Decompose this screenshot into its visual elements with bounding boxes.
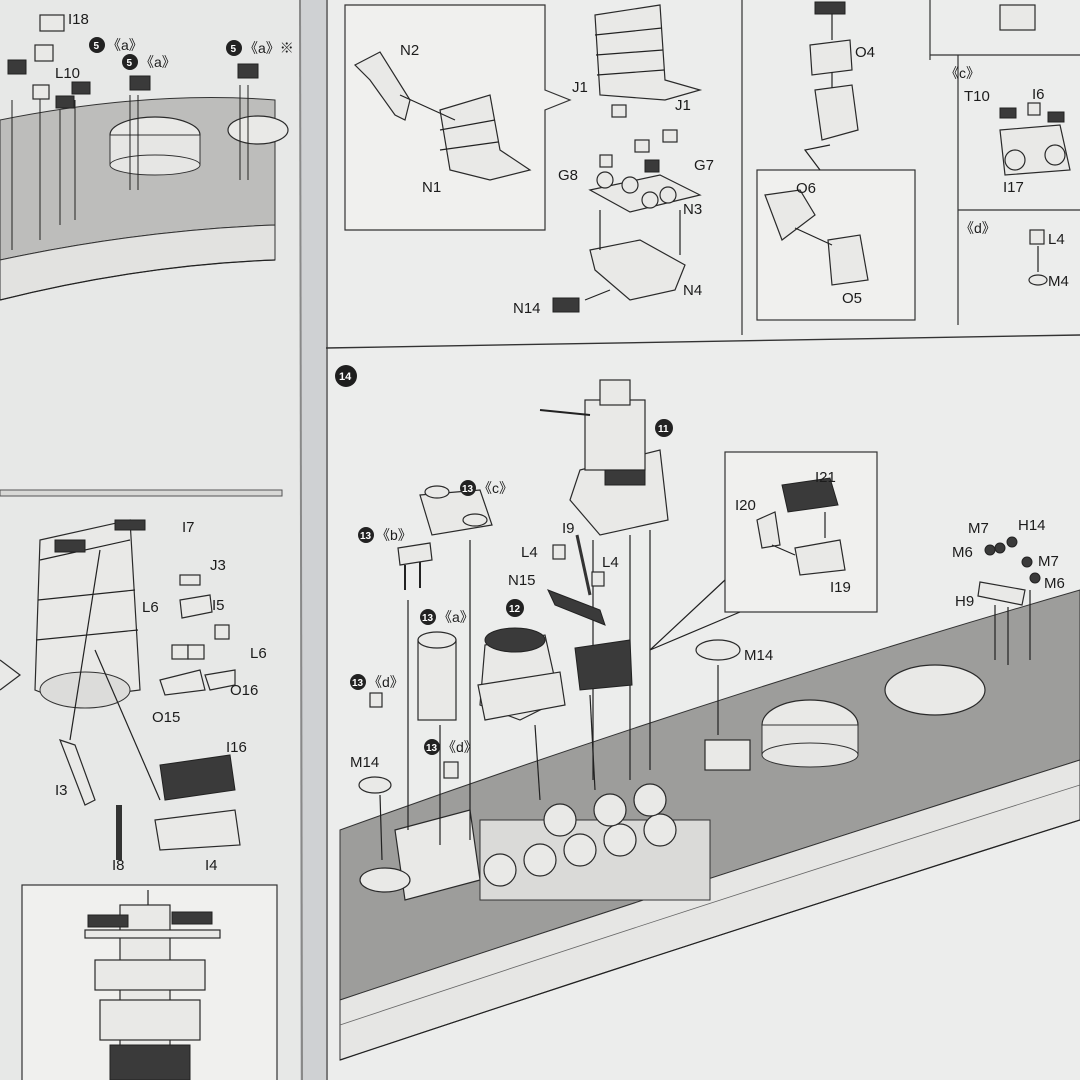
svg-text:《d》: 《d》: [368, 674, 404, 690]
left-bottom-inset: [21, 884, 278, 1080]
part-13b: [397, 542, 433, 830]
svg-text:《a》: 《a》: [107, 37, 143, 53]
tower-bridge: [539, 379, 669, 780]
step-14-badge: 14: [335, 365, 357, 387]
label-j1-a: J1: [572, 79, 588, 96]
svg-text:11: 11: [658, 424, 669, 435]
label-o15: O15: [152, 709, 180, 726]
ref-13b: 13 《b》: [358, 527, 412, 543]
left-top-deck-diagram: [0, 14, 289, 301]
label-o6: O6: [796, 180, 816, 197]
label-l4-b: L4: [602, 554, 619, 571]
left-bridge-assembly: [0, 489, 283, 860]
svg-text:《c》: 《c》: [478, 480, 513, 496]
label-n1: N1: [422, 179, 441, 196]
part-m14-left: [358, 776, 392, 861]
part-h9-assembly: [977, 536, 1041, 665]
label-n3: N3: [683, 201, 702, 218]
label-g8: G8: [558, 167, 578, 184]
label-m14-a: M14: [744, 647, 773, 664]
label-m7-b: M7: [1038, 553, 1059, 570]
label-j3: J3: [210, 557, 226, 574]
label-i5: I5: [212, 597, 225, 614]
svg-text:5: 5: [94, 41, 100, 52]
label-i3: I3: [55, 782, 68, 799]
left-step-ref-3: 5 《a》※: [226, 40, 294, 56]
svg-text:《a》: 《a》: [140, 54, 176, 70]
label-o4: O4: [855, 44, 875, 61]
part-12-turret: [477, 627, 566, 801]
ref-12: 12: [506, 599, 524, 617]
svg-text:《c》: 《c》: [945, 65, 980, 81]
part-13a: [417, 631, 457, 845]
svg-text:14: 14: [339, 371, 352, 383]
ref-13c: 13 《c》: [460, 480, 513, 496]
label-i6: I6: [1032, 86, 1045, 103]
label-n2: N2: [400, 42, 419, 59]
top-center-assembly: [552, 4, 703, 313]
svg-text:13: 13: [462, 484, 474, 495]
label-l10: L10: [55, 65, 80, 82]
label-h9: H9: [955, 593, 974, 610]
label-j1-b: J1: [675, 97, 691, 114]
label-o16: O16: [230, 682, 258, 699]
label-i21: I21: [815, 469, 836, 486]
label-o5: O5: [842, 290, 862, 307]
label-n4: N4: [683, 282, 702, 299]
label-n15: N15: [508, 572, 536, 589]
svg-text:5: 5: [127, 58, 133, 69]
svg-text:13: 13: [360, 531, 372, 542]
label-t10: T10: [964, 88, 990, 105]
top-left-inset: [344, 4, 572, 231]
label-h14: H14: [1018, 517, 1046, 534]
ref-13d-a: 13 《d》: [350, 674, 404, 708]
left-step-ref-1: 5 《a》: [89, 37, 143, 53]
label-i8: I8: [112, 857, 125, 874]
label-i20: I20: [735, 497, 756, 514]
svg-text:13: 13: [422, 613, 434, 624]
label-m6-b: M6: [1044, 575, 1065, 592]
svg-text:13: 13: [352, 678, 364, 689]
inset-i19-i21: [649, 451, 878, 651]
label-m7-a: M7: [968, 520, 989, 537]
left-step-ref-2: 5 《a》: [122, 54, 176, 70]
ref-13d-b: 13 《d》: [424, 739, 478, 779]
svg-text:12: 12: [509, 604, 521, 615]
label-l4-a: L4: [521, 544, 538, 561]
label-m14-b: M14: [350, 754, 379, 771]
part-13c: [419, 485, 493, 840]
svg-text:《b》: 《b》: [376, 527, 412, 543]
label-i7: I7: [182, 519, 195, 536]
ref-13a: 13 《a》: [420, 609, 474, 625]
ref-11: 11: [655, 419, 673, 437]
label-g7: G7: [694, 157, 714, 174]
label-i18: I18: [68, 11, 89, 28]
label-i9: I9: [562, 520, 575, 537]
label-i17: I17: [1003, 179, 1024, 196]
page-gutter: [300, 0, 330, 1080]
o-parts-inset: [756, 1, 916, 321]
svg-text:《a》※: 《a》※: [244, 40, 294, 56]
part-m14-right: [695, 639, 741, 735]
svg-text:《d》: 《d》: [960, 220, 996, 236]
label-m6-a: M6: [952, 544, 973, 561]
label-l6-b: L6: [250, 645, 267, 662]
svg-text:《a》: 《a》: [438, 609, 474, 625]
label-i4: I4: [205, 857, 218, 874]
svg-text:13: 13: [426, 743, 438, 754]
label-i19: I19: [830, 579, 851, 596]
part-n15-and-l4: [547, 534, 633, 791]
ship-hull: [339, 589, 1080, 1061]
label-n14: N14: [513, 300, 541, 317]
label-m4: M4: [1048, 273, 1069, 290]
label-l4-d: L4: [1048, 231, 1065, 248]
svg-text:《d》: 《d》: [442, 739, 478, 755]
c-inset: 《c》: [945, 4, 1071, 176]
d-inset: 《d》: [960, 220, 1048, 286]
svg-text:5: 5: [231, 44, 237, 55]
label-l6-a: L6: [142, 599, 159, 616]
label-i16: I16: [226, 739, 247, 756]
